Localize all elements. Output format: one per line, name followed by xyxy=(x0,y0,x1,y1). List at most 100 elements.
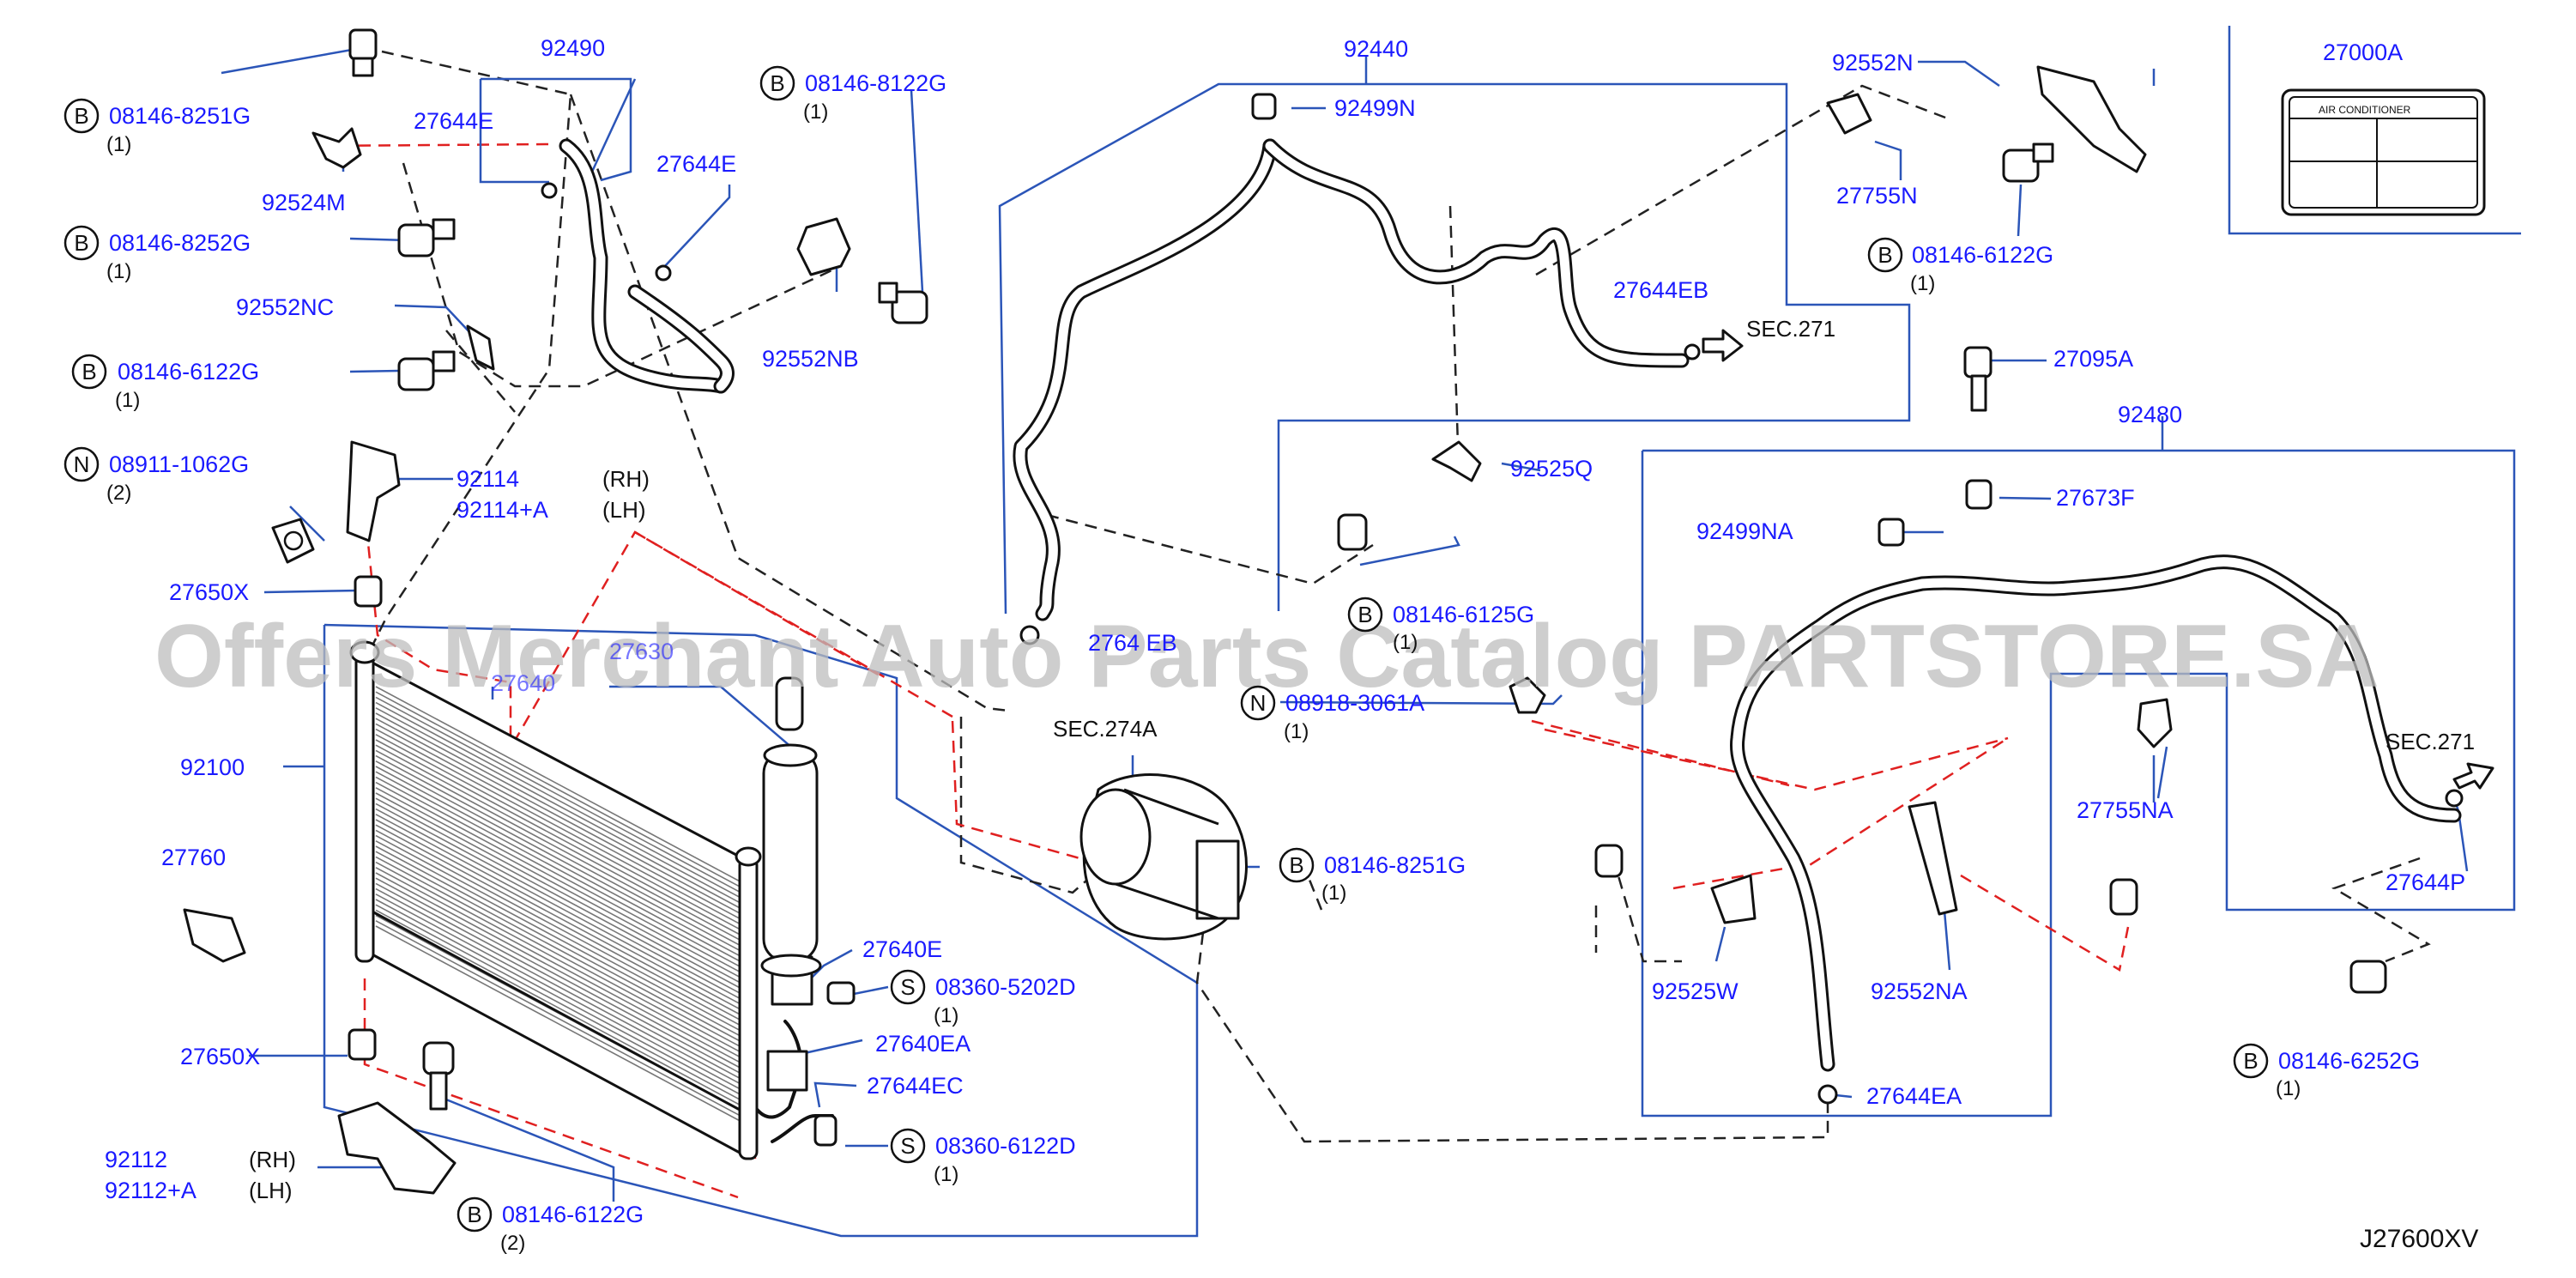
label-27650X: 27650X xyxy=(180,1044,260,1069)
label-27000A: 27000A xyxy=(2323,39,2403,65)
bolt-symbol: B xyxy=(457,1196,493,1233)
assembly-dashed-lines xyxy=(367,50,2431,1143)
svg-text:B: B xyxy=(770,70,784,96)
section-ref-sec271: SEC.271 xyxy=(2386,729,2475,754)
screw-symbol: S xyxy=(890,969,926,1005)
count-label: (1) xyxy=(2276,1077,2301,1100)
label-92525W: 92525W xyxy=(1652,978,1738,1004)
label-27644P: 27644P xyxy=(2386,869,2465,895)
part-labels: 92490 08146-8251G (1) 27644E 27644E 9252… xyxy=(105,35,2478,1255)
condenser-fins xyxy=(375,686,746,1124)
group-frame-27000A xyxy=(2228,26,2521,235)
label-92552NA: 92552NA xyxy=(1871,978,1968,1004)
svg-text:B: B xyxy=(1289,852,1303,878)
bolt-symbol: B xyxy=(1347,597,1383,633)
label-27644E: 27644E xyxy=(414,108,493,134)
ac-label-text: AIR CONDITIONER xyxy=(2319,104,2411,116)
pipe-92440 xyxy=(1013,138,1690,621)
count-label: (1) xyxy=(106,133,131,156)
label-92525Q: 92525Q xyxy=(1510,456,1593,482)
label-27755NA: 27755NA xyxy=(2077,797,2174,823)
count-label: (1) xyxy=(1321,881,1346,905)
svg-text:S: S xyxy=(900,1133,915,1159)
lh-note: (LH) xyxy=(602,497,646,523)
label-92552NC: 92552NC xyxy=(236,294,334,320)
label-92112-a: 92112+A xyxy=(105,1178,197,1203)
label-92552N: 92552N xyxy=(1832,50,1914,76)
symbol-circles: B B B N B B B N B B S S B xyxy=(63,65,2269,1233)
svg-text:B: B xyxy=(467,1202,481,1227)
label-92552NB: 92552NB xyxy=(762,346,859,372)
count-label: (1) xyxy=(1393,631,1418,654)
label-08360-5202D: 08360-5202D xyxy=(935,974,1076,1000)
group-frame-92480 xyxy=(1641,449,2516,1117)
svg-text:B: B xyxy=(82,359,96,385)
compressor xyxy=(1079,773,1248,941)
svg-text:B: B xyxy=(74,103,88,129)
rh-note: (RH) xyxy=(249,1147,296,1172)
label-27095A: 27095A xyxy=(2053,346,2133,372)
bolt-symbol: B xyxy=(1867,237,1903,273)
svg-text:B: B xyxy=(1358,602,1372,627)
count-label: (2) xyxy=(106,482,131,505)
label-08146-6122G: 08146-6122G xyxy=(502,1202,644,1227)
label-08918-3061A: 08918-3061A xyxy=(1285,690,1424,716)
svg-text:B: B xyxy=(1878,242,1892,268)
bolt-symbol: B xyxy=(2233,1043,2269,1079)
label-27650X: 27650X xyxy=(169,579,249,605)
label-92112: 92112 xyxy=(105,1147,167,1172)
leader-lines xyxy=(221,48,2469,1202)
label-92490: 92490 xyxy=(541,35,605,61)
group-frame-92440 xyxy=(998,82,1911,615)
label-92524M: 92524M xyxy=(262,190,346,215)
label-08146-6122G: 08146-6122G xyxy=(118,359,259,385)
screw-symbol: S xyxy=(890,1128,926,1164)
fittings-and-bolts xyxy=(183,28,2494,1195)
label-08146-8122G: 08146-8122G xyxy=(805,70,946,96)
label-27630-partial: 27630 xyxy=(609,639,674,664)
count-label: (1) xyxy=(934,1004,958,1027)
label-27760: 27760 xyxy=(161,845,226,870)
svg-text:N: N xyxy=(74,451,90,477)
count-label: (1) xyxy=(934,1163,958,1186)
bolt-symbol: B xyxy=(71,354,107,390)
section-ref-sec274a: SEC.274A xyxy=(1053,716,1158,742)
bolt-symbol: B xyxy=(1279,847,1315,883)
label-27644EC: 27644EC xyxy=(867,1073,964,1099)
label-08146-8251G: 08146-8251G xyxy=(109,103,251,129)
label-92114: 92114 xyxy=(457,466,519,492)
condenser xyxy=(349,640,762,1160)
section-ref-sec271: SEC.271 xyxy=(1746,316,1835,342)
label-27644EA: 27644EA xyxy=(1866,1083,1962,1109)
nut-symbol: N xyxy=(1240,685,1276,721)
label-08146-6125G: 08146-6125G xyxy=(1393,602,1534,627)
label-92440: 92440 xyxy=(1344,36,1408,62)
label-08146-6252G: 08146-6252G xyxy=(2278,1048,2420,1074)
label-27644EB: 2764 EB xyxy=(1088,630,1177,656)
count-label: (2) xyxy=(500,1232,525,1255)
label-08360-6122D: 08360-6122D xyxy=(935,1133,1076,1159)
label-27640-partial: 27640 xyxy=(491,670,555,696)
diagram-code: J27600XV xyxy=(2360,1225,2478,1253)
label-92499N: 92499N xyxy=(1334,95,1416,121)
svg-text:S: S xyxy=(900,974,915,1000)
label-27644E: 27644E xyxy=(656,151,736,177)
bolt-symbol: B xyxy=(63,225,100,261)
label-92114-a: 92114+A xyxy=(457,497,548,523)
svg-text:B: B xyxy=(74,230,88,256)
count-label: (1) xyxy=(803,100,828,124)
count-label: (1) xyxy=(106,260,131,283)
label-92100: 92100 xyxy=(180,754,245,780)
bolt-symbol: B xyxy=(63,98,100,134)
count-label: (1) xyxy=(1910,272,1935,295)
label-92480: 92480 xyxy=(2118,402,2182,427)
nut-symbol: N xyxy=(63,446,100,482)
label-08146-8251G: 08146-8251G xyxy=(1324,852,1466,878)
svg-text:N: N xyxy=(1250,690,1267,716)
label-27755N: 27755N xyxy=(1836,183,1918,209)
count-label: (1) xyxy=(1284,720,1309,743)
label-27640E: 27640E xyxy=(862,936,942,962)
label-08911-1062G: 08911-1062G xyxy=(109,451,249,477)
count-label: (1) xyxy=(115,389,140,412)
